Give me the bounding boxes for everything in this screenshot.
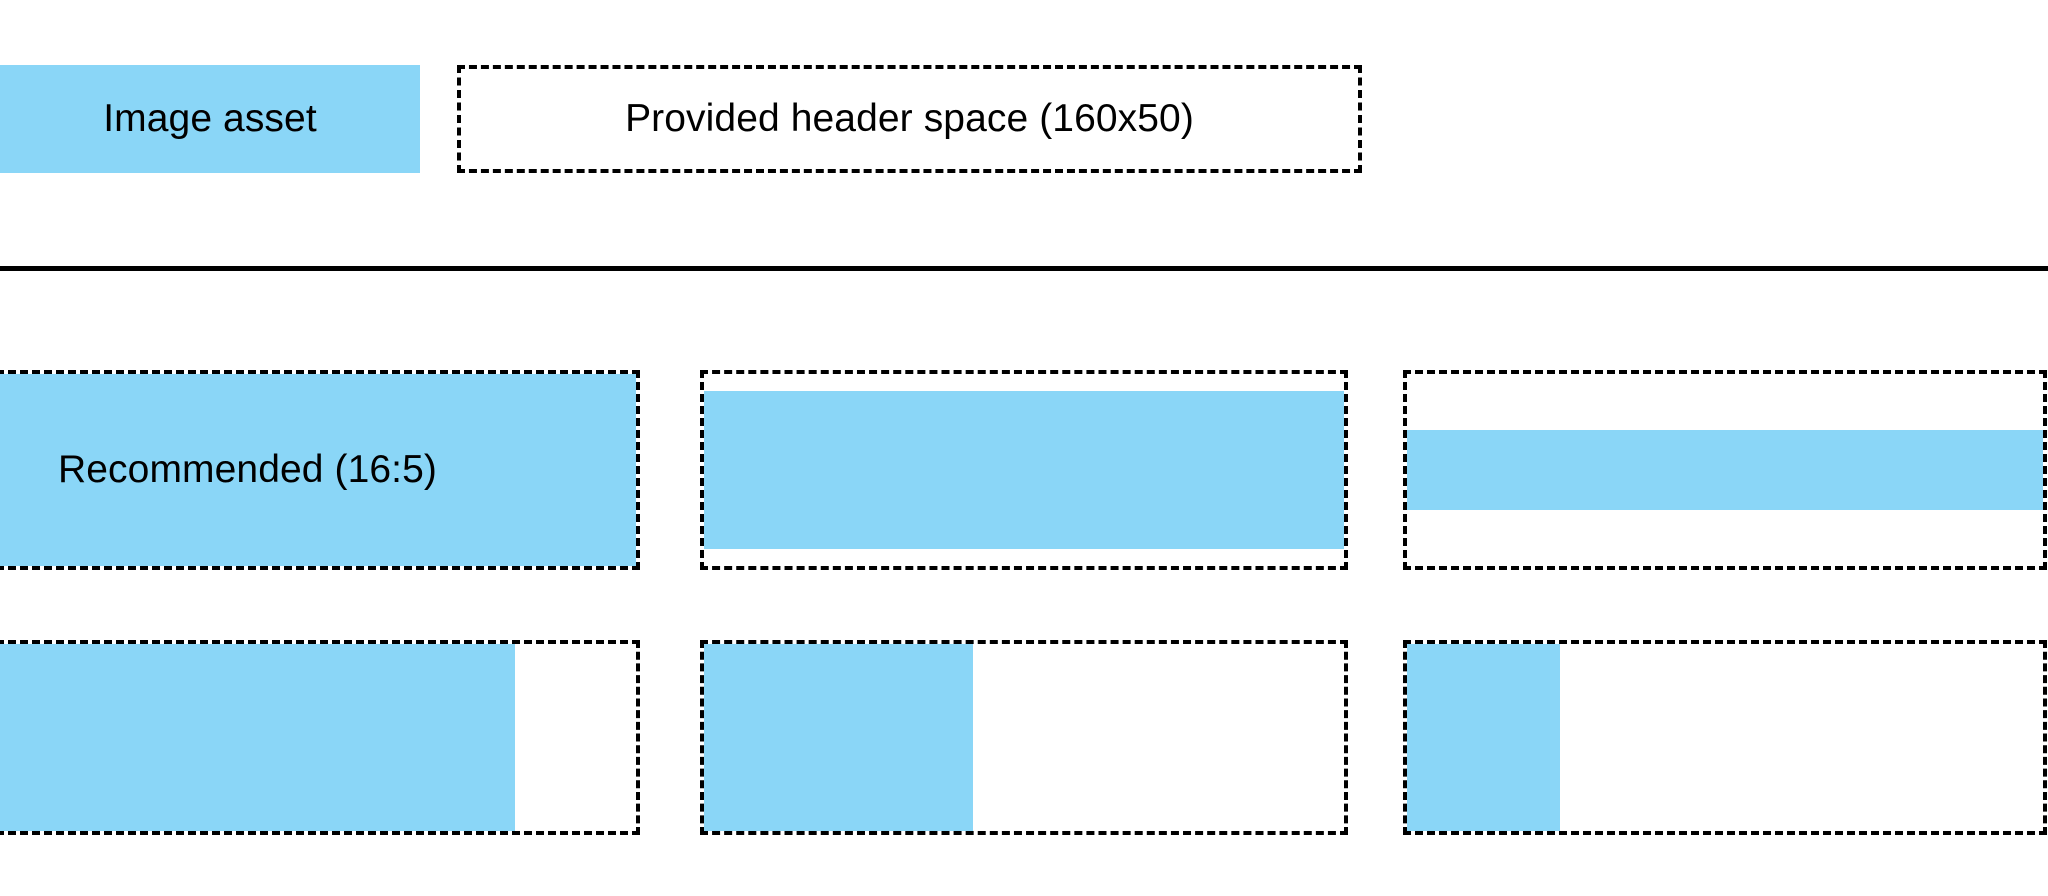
recommended-ratio-label: Recommended (16:5) — [58, 448, 437, 491]
ratio-grid: Recommended (16:5) — [0, 370, 2048, 835]
ratio-row-narrower — [0, 640, 2048, 835]
ratio-fill-narrow-42 — [704, 644, 973, 831]
ratio-cell-narrow-42 — [700, 640, 1348, 835]
image-asset-label: Image asset — [103, 97, 317, 140]
ratio-fill-wider — [704, 391, 1344, 549]
ratio-fill-narrow-24 — [1407, 644, 1560, 831]
ratio-cell-narrow-24 — [1403, 640, 2047, 835]
ratio-fill-recommended — [0, 374, 636, 566]
ratio-cell-widest — [1403, 370, 2047, 570]
provided-header-space-box: Provided header space (160x50) — [457, 65, 1362, 173]
provided-header-space-label: Provided header space (160x50) — [625, 97, 1194, 140]
header-example-row: Image asset Provided header space (160x5… — [0, 65, 2048, 173]
section-divider — [0, 266, 2048, 271]
ratio-cell-wider — [700, 370, 1348, 570]
ratio-fill-narrow-81 — [0, 644, 516, 831]
ratio-fill-widest — [1407, 429, 2043, 511]
image-asset-swatch: Image asset — [0, 65, 420, 173]
ratio-cell-narrow-81 — [0, 640, 640, 835]
ratio-row-recommended: Recommended (16:5) — [0, 370, 2048, 570]
ratio-cell-recommended-16-5: Recommended (16:5) — [0, 370, 640, 570]
